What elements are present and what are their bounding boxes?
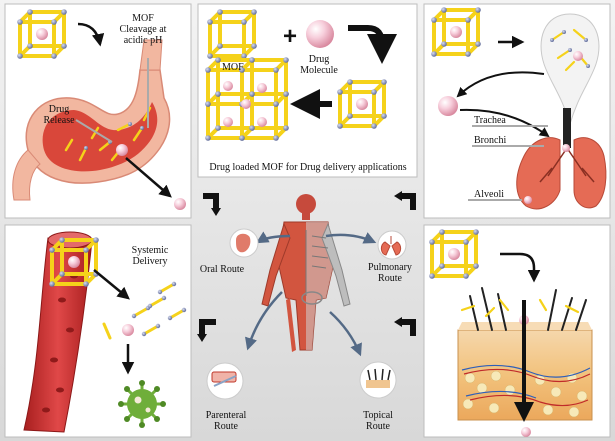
label-systemic-delivery-line1: Systemic: [131, 245, 169, 256]
center-title: Drug loaded MOF for Drug delivery applic…: [209, 162, 407, 173]
label-mof-cleavage-line3: acidic pH: [123, 35, 163, 46]
label-drug-release-line2: Release: [43, 115, 75, 126]
human-body-illustration: [261, 194, 351, 352]
label-pulmonary-route-line1: Pulmonary: [368, 262, 412, 273]
label-drug-molecule: Drug Molecule: [290, 54, 348, 76]
label-pulmonary-route-line2: Route: [378, 273, 402, 284]
label-parenteral-route-line2: Route: [214, 421, 238, 432]
label-parenteral-route-line1: Parenteral: [205, 410, 247, 421]
label-systemic-delivery-line2: Delivery: [132, 256, 168, 267]
label-topical-route-line2: Route: [366, 421, 390, 432]
label-trachea: Trachea: [474, 115, 506, 126]
label-mof-cleavage: MOF Cleavage at acidic pH: [100, 13, 186, 46]
label-pulmonary-route: Pulmonary Route: [360, 262, 420, 284]
released-struts: [102, 280, 188, 340]
label-drug-release: Drug Release: [36, 104, 82, 126]
label-alveoli: Alveoli: [474, 189, 504, 200]
label-drug-release-line1: Drug: [48, 104, 70, 115]
label-drug-molecule-line1: Drug: [308, 54, 330, 65]
mof-lattice: [203, 55, 291, 143]
label-bronchi: Bronchi: [474, 135, 507, 146]
virus-illustration: [118, 380, 166, 428]
label-mof-cleavage-line1: MOF: [132, 13, 154, 24]
label-parenteral-route: Parenteral Route: [196, 410, 256, 432]
label-drug-molecule-line2: Molecule: [300, 65, 338, 76]
label-oral-route: Oral Route: [199, 264, 245, 275]
lungs-illustration: [516, 108, 607, 210]
label-systemic-delivery: Systemic Delivery: [120, 245, 180, 267]
svg-text:+: +: [283, 23, 297, 50]
label-mof-cleavage-line2: Cleavage at: [119, 24, 167, 35]
label-topical-route: Topical Route: [348, 410, 408, 432]
label-mof: MOF: [222, 62, 244, 73]
label-topical-route-line1: Topical: [363, 410, 393, 421]
